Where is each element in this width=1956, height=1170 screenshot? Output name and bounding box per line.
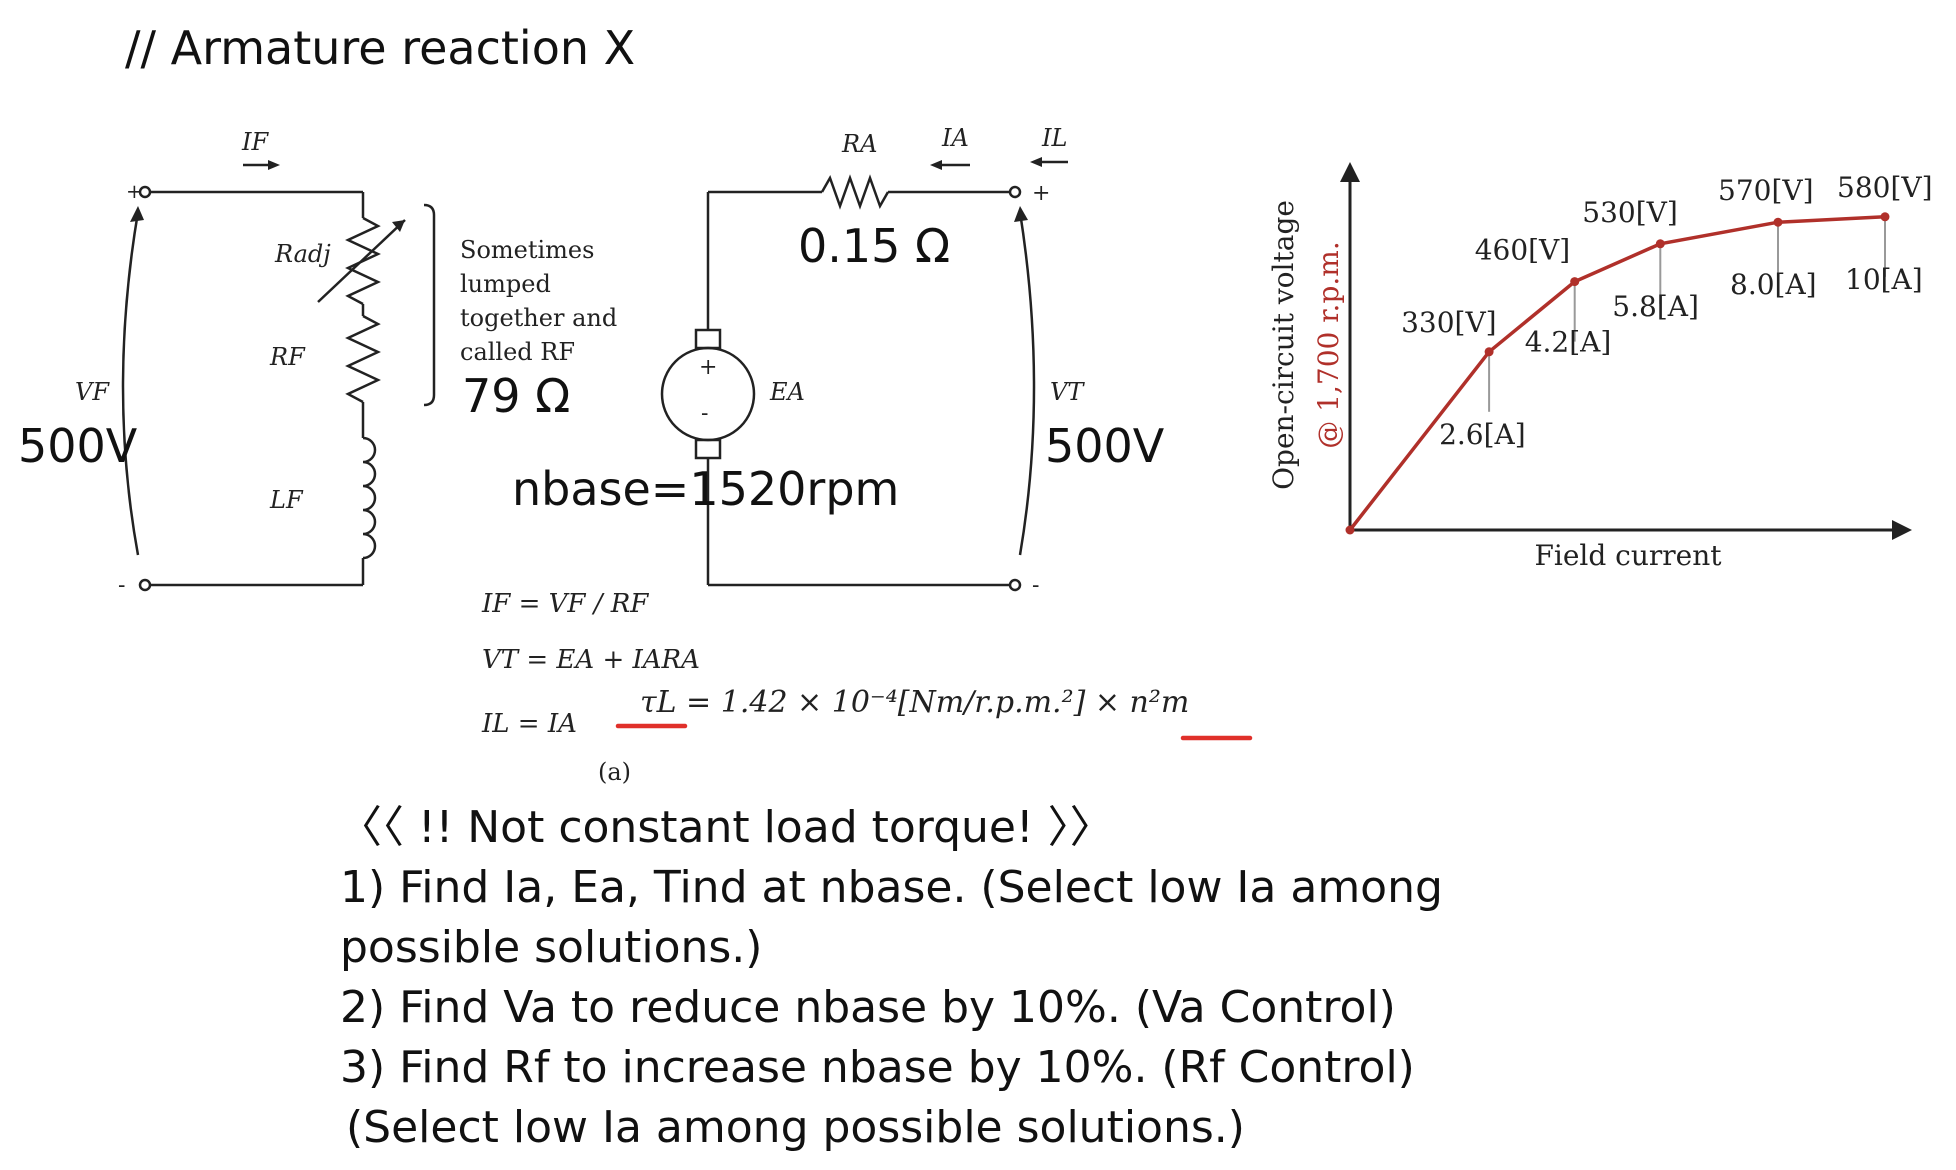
lf-label: LF [269, 486, 304, 514]
lf-inductor [362, 436, 377, 560]
armature-minus-mark: - [1032, 573, 1039, 598]
problem-line-1: 1) Find Ia, Ea, Tind at nbase. (Select l… [340, 862, 1443, 913]
problem-heading: 〈〈 !! Not constant load torque! 〉〉 [338, 802, 1114, 853]
page-title: // Armature reaction X [125, 21, 635, 75]
radj-variable-arrow [317, 219, 406, 303]
x-value-label-3: 8.0[A] [1730, 268, 1817, 301]
data-point-4 [1773, 217, 1783, 227]
data-point-2 [1570, 277, 1580, 287]
y-value-label-2: 530[V] [1582, 196, 1678, 229]
x-value-label-1: 4.2[A] [1525, 326, 1612, 359]
ia-label: IA [941, 124, 969, 152]
data-point-3 [1655, 239, 1665, 249]
y-value-label-1: 460[V] [1475, 234, 1571, 267]
ea-plus-mark: + [699, 355, 717, 380]
vf-label: VF [75, 378, 110, 406]
vf-value-annotation: 500V [18, 419, 138, 473]
rf-label: RF [269, 343, 306, 371]
data-point-0 [1345, 525, 1355, 535]
problem-line-5: (Select low Ia among possible solutions.… [346, 1102, 1245, 1153]
problem-line-2: possible solutions.) [340, 922, 762, 973]
vt-value-annotation: 500V [1045, 419, 1165, 473]
problem-line-4: 3) Find Rf to increase nbase by 10%. (Rf… [340, 1042, 1415, 1093]
ra-label: RA [841, 130, 877, 158]
x-axis-label: Field current [1534, 539, 1722, 572]
data-point-5 [1880, 212, 1890, 222]
y-value-label-4: 580[V] [1837, 171, 1933, 204]
x-value-label-4: 10[A] [1845, 263, 1923, 296]
armature-plus-mark: + [1032, 181, 1050, 206]
radj-label: Radj [274, 240, 331, 268]
y-axis-sublabel: @ 1,700 r.p.m. [1312, 241, 1345, 448]
plus-terminal-mark: + [126, 179, 143, 203]
x-value-label-2: 5.8[A] [1612, 290, 1699, 323]
ea-label: EA [769, 378, 805, 406]
equation-load-torque: τL = 1.42 × 10⁻⁴[Nm/r.p.m.²] × n²m [640, 685, 1189, 720]
armature-terminal-bottom [1008, 578, 1022, 592]
figure-caption: (a) [598, 758, 631, 786]
problem-line-3: 2) Find Va to reduce nbase by 10%. (Va C… [340, 982, 1396, 1033]
minus-terminal-mark: - [118, 573, 125, 598]
il-label: IL [1041, 124, 1067, 152]
armature-circuit: + + - - [660, 157, 1068, 598]
y-axis-label: Open-circuit voltage [1267, 200, 1300, 490]
vt-label: VT [1050, 378, 1085, 406]
y-value-label-3: 570[V] [1718, 174, 1814, 207]
equation-il: IL = IA [481, 709, 577, 739]
ea-minus-mark: - [701, 401, 708, 426]
x-value-label-0: 2.6[A] [1439, 418, 1526, 451]
data-point-1 [1484, 347, 1494, 357]
ra-resistor [820, 174, 890, 210]
brace-note-line-3: together and [460, 304, 617, 332]
equation-if: IF = VF / RF [481, 589, 649, 619]
nbase-annotation: nbase=1520rpm [512, 462, 899, 516]
armature-terminal-top [1008, 185, 1022, 199]
magnetization-chart: 330[V] 2.6[A] 460[V] 4.2[A] 530[V] 5.8[A] 570[… [1267, 162, 1933, 572]
rf-value-annotation: 79 Ω [462, 369, 570, 423]
brace [423, 203, 436, 407]
rf-resistor [345, 314, 381, 404]
magnetization-curve [1348, 215, 1886, 532]
if-label: IF [241, 128, 269, 156]
brace-note-line-1: Sometimes [460, 236, 594, 264]
brace-note-line-2: lumped [460, 270, 551, 298]
field-terminal-bottom [138, 578, 152, 592]
field-circuit: + - [118, 160, 436, 598]
equation-vt: VT = EA + IARA [482, 645, 700, 675]
y-value-label-0: 330[V] [1401, 306, 1497, 339]
brace-note-line-4: called RF [460, 338, 575, 366]
ra-value-annotation: 0.15 Ω [798, 219, 950, 273]
